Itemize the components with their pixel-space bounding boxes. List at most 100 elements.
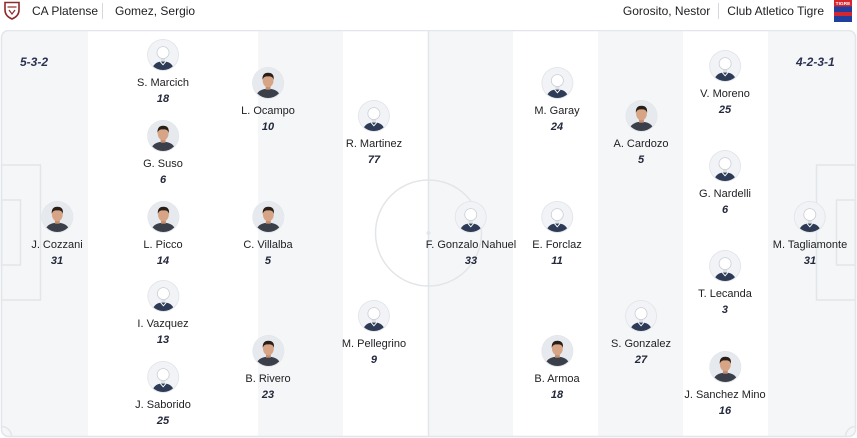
player-name: I. Vazquez bbox=[137, 318, 189, 330]
player-silhouette-icon bbox=[358, 301, 389, 331]
lineups-header: CA Platense Gomez, Sergio Gorosito, Nest… bbox=[0, 0, 857, 22]
player-m-tagliamonte[interactable]: M. Tagliamonte 31 bbox=[773, 202, 847, 268]
player-number: 10 bbox=[261, 121, 275, 133]
player-c-villalba[interactable]: C. Villalba 5 bbox=[243, 202, 293, 268]
player-j-cozzani[interactable]: J. Cozzani 31 bbox=[31, 202, 83, 268]
player-name: J. Cozzani bbox=[31, 239, 83, 251]
away-coach-name[interactable]: Gorosito, Nestor bbox=[622, 3, 711, 18]
player-silhouette-icon bbox=[794, 202, 825, 232]
pitch-stripes bbox=[1, 30, 856, 437]
player-photo bbox=[542, 336, 572, 366]
player-name: M. Tagliamonte bbox=[772, 239, 848, 251]
player-b-armoa[interactable]: B. Armoa 18 bbox=[534, 336, 580, 402]
header-divider bbox=[102, 2, 104, 19]
player-avatar bbox=[541, 202, 572, 232]
player-t-lecanda[interactable]: T. Lecanda 3 bbox=[698, 251, 752, 317]
player-photo bbox=[709, 352, 740, 382]
player-avatar bbox=[794, 202, 825, 232]
player-m-garay[interactable]: M. Garay 24 bbox=[534, 68, 580, 134]
tigre-crest-icon: TIGRE bbox=[834, 0, 852, 22]
player-photo bbox=[252, 202, 283, 232]
player-m-pellegrino[interactable]: M. Pellegrino 9 bbox=[342, 301, 406, 367]
corner-arc bbox=[844, 425, 856, 437]
player-number: 27 bbox=[634, 354, 648, 366]
player-number: 25 bbox=[718, 104, 732, 116]
home-coach-name[interactable]: Gomez, Sergio bbox=[115, 3, 196, 18]
player-number: 14 bbox=[156, 255, 170, 267]
player-g-nardelli[interactable]: G. Nardelli 6 bbox=[699, 151, 751, 217]
svg-text:TIGRE: TIGRE bbox=[836, 1, 851, 7]
player-number: 18 bbox=[156, 93, 170, 105]
player-name: C. Villalba bbox=[243, 239, 293, 251]
player-silhouette-icon bbox=[541, 68, 572, 98]
player-e-forclaz[interactable]: E. Forclaz 11 bbox=[532, 202, 582, 268]
player-r-martinez[interactable]: R. Martinez 77 bbox=[346, 101, 402, 167]
player-number: 31 bbox=[50, 255, 64, 267]
player-a-cardozo[interactable]: A. Cardozo 5 bbox=[613, 101, 669, 167]
player-avatar bbox=[626, 101, 656, 131]
player-number: 33 bbox=[464, 255, 478, 267]
player-silhouette-icon bbox=[147, 281, 178, 311]
player-name: S. Gonzalez bbox=[611, 338, 671, 350]
player-v-moreno[interactable]: V. Moreno 25 bbox=[700, 51, 750, 117]
player-g-suso[interactable]: G. Suso 6 bbox=[143, 121, 183, 187]
player-number: 5 bbox=[637, 154, 645, 166]
player-avatar bbox=[456, 202, 486, 232]
header-divider bbox=[718, 2, 720, 19]
player-number: 9 bbox=[370, 354, 378, 366]
player-number: 3 bbox=[721, 304, 729, 316]
player-avatar bbox=[41, 202, 72, 232]
player-l-picco[interactable]: L. Picco 14 bbox=[143, 202, 183, 268]
player-s-marcich[interactable]: S. Marcich 18 bbox=[137, 40, 189, 106]
center-spot bbox=[426, 231, 431, 235]
player-name: B. Rivero bbox=[245, 373, 291, 385]
player-silhouette-icon bbox=[709, 251, 740, 281]
player-avatar bbox=[358, 301, 389, 331]
player-silhouette-icon bbox=[625, 301, 656, 331]
player-photo bbox=[147, 202, 178, 232]
home-team-name[interactable]: CA Platense bbox=[32, 3, 99, 18]
player-avatar bbox=[148, 40, 178, 70]
player-photo bbox=[41, 202, 72, 232]
goal-area-left bbox=[0, 199, 22, 266]
player-name: L. Ocampo bbox=[241, 105, 295, 117]
player-s-gonzalez[interactable]: S. Gonzalez 27 bbox=[611, 301, 671, 367]
player-b-rivero[interactable]: B. Rivero 23 bbox=[245, 336, 291, 402]
player-number: 11 bbox=[551, 255, 563, 267]
player-avatar bbox=[253, 336, 283, 366]
player-i-vazquez[interactable]: I. Vazquez 13 bbox=[137, 281, 189, 347]
player-photo bbox=[626, 101, 656, 131]
player-avatar bbox=[542, 336, 572, 366]
player-avatar bbox=[709, 352, 740, 382]
player-number: 6 bbox=[159, 174, 167, 186]
player-number: 25 bbox=[156, 415, 170, 427]
platense-crest-icon bbox=[4, 1, 20, 20]
player-number: 5 bbox=[264, 255, 272, 267]
away-team-header[interactable]: Gorosito, Nestor Club Atletico Tigre TIG… bbox=[622, 0, 852, 22]
player-name: G. Nardelli bbox=[699, 188, 751, 200]
corner-arc bbox=[1, 425, 13, 437]
player-avatar bbox=[359, 101, 389, 131]
player-avatar bbox=[541, 68, 572, 98]
player-l-ocampo[interactable]: L. Ocampo 10 bbox=[241, 68, 295, 134]
player-number: 77 bbox=[367, 154, 381, 166]
player-j-saborido[interactable]: J. Saborido 25 bbox=[135, 362, 191, 428]
player-f-gonzalo-nahuel[interactable]: F. Gonzalo Nahuel 33 bbox=[426, 202, 516, 268]
player-name: S. Marcich bbox=[137, 77, 189, 89]
player-avatar bbox=[710, 151, 740, 181]
player-name: M. Garay bbox=[534, 105, 580, 117]
player-name: G. Suso bbox=[143, 158, 183, 170]
player-avatar bbox=[252, 202, 283, 232]
home-team-header[interactable]: CA Platense Gomez, Sergio bbox=[4, 0, 195, 21]
player-silhouette-icon bbox=[456, 202, 486, 232]
player-number: 13 bbox=[156, 334, 170, 346]
player-silhouette-icon bbox=[710, 151, 740, 181]
away-team-name[interactable]: Club Atletico Tigre bbox=[727, 3, 824, 18]
player-name: T. Lecanda bbox=[698, 288, 752, 300]
player-name: M. Pellegrino bbox=[341, 338, 407, 350]
player-silhouette-icon bbox=[541, 202, 572, 232]
player-silhouette-icon bbox=[359, 101, 389, 131]
player-name: L. Picco bbox=[143, 239, 183, 251]
player-j-sanchez-mino[interactable]: J. Sanchez Mino 16 bbox=[684, 352, 766, 418]
